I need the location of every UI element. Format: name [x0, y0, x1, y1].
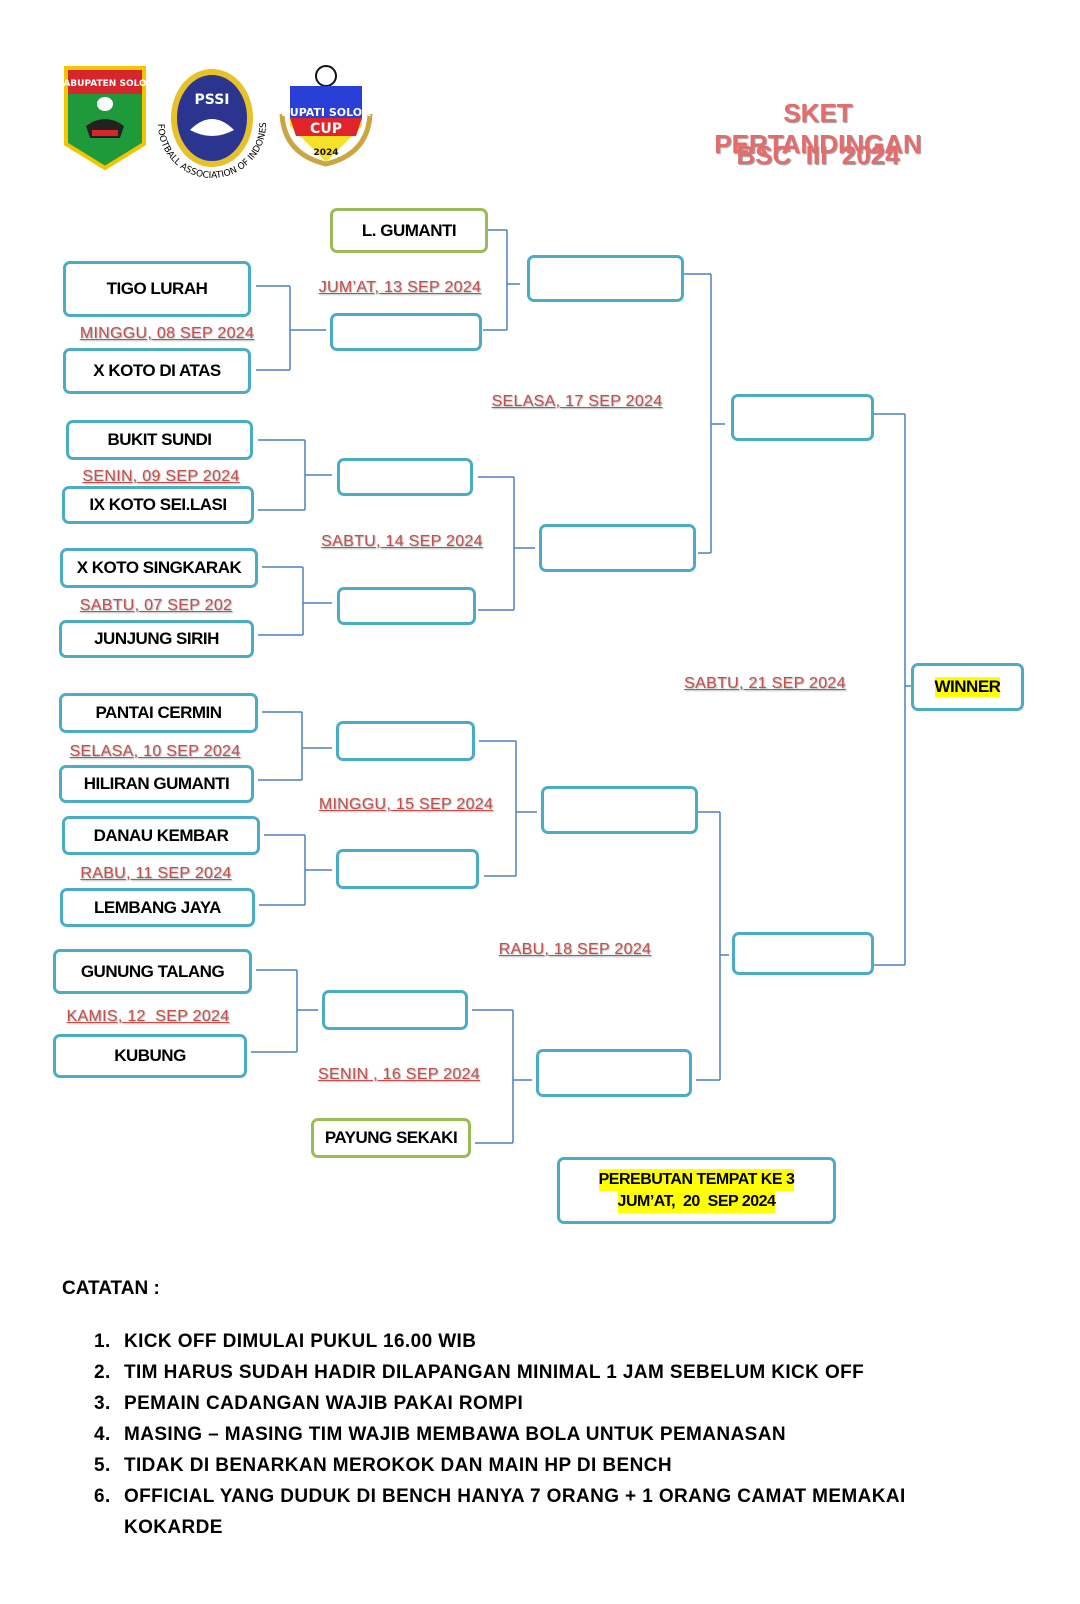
round1-winner-slot	[337, 587, 476, 625]
note-text: OFFICIAL YANG DUDUK DI BENCH HANYA 7 ORA…	[124, 1486, 906, 1538]
note-text: KICK OFF DIMULAI PUKUL 16.00 WIB	[124, 1331, 477, 1352]
page-title: SKET PERTANDINGAN	[714, 98, 922, 159]
match-date: JUM’AT, 13 SEP 2024	[318, 279, 482, 296]
pssi-logo: PSSI FOOTBALL ASSOCIATION OF INDONESIA	[150, 64, 269, 181]
team-box-ix-koto-sei-lasi: IX KOTO SEI.LASI	[62, 486, 254, 524]
match-date: SELASA, 17 SEP 2024	[491, 393, 663, 410]
note-text: PEMAIN CADANGAN WAJIB PAKAI ROMPI	[124, 1393, 524, 1414]
team-box-payung-sekaki: PAYUNG SEKAKI	[311, 1118, 471, 1158]
note-text: MASING – MASING TIM WAJIB MEMBAWA BOLA U…	[124, 1424, 786, 1445]
note-item: 3. PEMAIN CADANGAN WAJIB PAKAI ROMPI	[94, 1388, 994, 1419]
note-number: 5.	[94, 1455, 111, 1476]
winner-box: WINNER	[911, 663, 1024, 711]
team-box-l-gumanti: L. GUMANTI	[330, 208, 488, 253]
note-item: 6. OFFICIAL YANG DUDUK DI BENCH HANYA 7 O…	[94, 1481, 994, 1543]
winner-label: WINNER	[934, 677, 1001, 697]
match-date: MINGGU, 08 SEP 2024	[79, 325, 255, 342]
quarterfinal-winner-slot	[527, 255, 684, 302]
kabupaten-logo-text: KABUPATEN SOLOK	[62, 79, 148, 89]
match-date: SENIN, 09 SEP 2024	[82, 468, 240, 485]
note-item: 2. TIM HARUS SUDAH HADIR DILAPANGAN MINIM…	[94, 1357, 994, 1388]
semifinal-winner-slot	[732, 932, 874, 975]
quarterfinal-winner-slot	[539, 524, 696, 572]
team-box-kubung: KUBUNG	[53, 1034, 247, 1078]
match-date: SABTU, 21 SEP 2024	[684, 675, 846, 692]
cup-logo-line1: BUPATI SOLOK	[281, 106, 371, 119]
team-box-x-koto-singkarak: X KOTO SINGKARAK	[60, 548, 258, 588]
pssi-logo-text: PSSI	[194, 92, 229, 108]
note-number: 1.	[94, 1331, 111, 1352]
notes-list: 1. KICK OFF DIMULAI PUKUL 16.00 WIB 2. TIM …	[94, 1326, 994, 1543]
quarterfinal-winner-slot	[536, 1049, 692, 1097]
cup-logo-line2: CUP	[310, 121, 342, 137]
match-date: SABTU, 14 SEP 2024	[321, 533, 483, 550]
team-box-tigo-lurah: TIGO LURAH	[63, 261, 251, 317]
note-item: 4. MASING – MASING TIM WAJIB MEMBAWA BOLA…	[94, 1419, 994, 1450]
note-number: 4.	[94, 1424, 111, 1445]
match-date: SABTU, 07 SEP 202	[79, 597, 233, 614]
match-date: RABU, 11 SEP 2024	[80, 865, 232, 882]
match-date: SENIN , 16 SEP 2024	[318, 1066, 480, 1083]
round1-winner-slot	[330, 313, 482, 351]
match-date: KAMIS, 12 SEP 2024	[66, 1008, 230, 1025]
note-text: TIDAK DI BENARKAN MEROKOK DAN MAIN HP DI…	[124, 1455, 672, 1476]
bracket-connector-lines	[251, 229, 911, 1144]
match-date: MINGGU, 15 SEP 2024	[318, 796, 494, 813]
round1-winner-slot	[336, 849, 479, 889]
round1-winner-slot	[322, 990, 468, 1030]
third-place-title: PEREBUTAN TEMPAT KE 3	[598, 1168, 795, 1191]
note-number: 2.	[94, 1362, 111, 1383]
page-subtitle: BSC III 2024	[736, 140, 900, 170]
team-box-hiliran-gumanti: HILIRAN GUMANTI	[59, 765, 254, 803]
quarterfinal-winner-slot	[541, 786, 698, 834]
kabupaten-solok-logo: KABUPATEN SOLOK	[62, 66, 148, 171]
third-place-date: JUM’AT, 20 SEP 2024	[617, 1190, 776, 1213]
semifinal-winner-slot	[731, 394, 874, 441]
notes-heading: CATATAN :	[62, 1278, 160, 1299]
team-box-gunung-talang: GUNUNG TALANG	[53, 949, 252, 994]
note-number: 3.	[94, 1393, 111, 1414]
note-item: 1. KICK OFF DIMULAI PUKUL 16.00 WIB	[94, 1326, 994, 1357]
third-place-box: PEREBUTAN TEMPAT KE 3 JUM’AT, 20 SEP 202…	[557, 1157, 836, 1224]
match-date: RABU, 18 SEP 2024	[498, 941, 652, 958]
note-item: 5. TIDAK DI BENARKAN MEROKOK DAN MAIN HP …	[94, 1450, 994, 1481]
note-text: TIM HARUS SUDAH HADIR DILAPANGAN MINIMAL…	[124, 1362, 865, 1383]
team-box-x-koto-di-atas: X KOTO DI ATAS	[63, 348, 251, 394]
team-box-lembang-jaya: LEMBANG JAYA	[60, 888, 255, 927]
round1-winner-slot	[336, 721, 475, 761]
note-number: 6.	[94, 1486, 111, 1507]
team-box-danau-kembar: DANAU KEMBAR	[62, 816, 260, 855]
team-box-bukit-sundi: BUKIT SUNDI	[66, 420, 253, 460]
match-date: SELASA, 10 SEP 2024	[69, 743, 241, 760]
cup-logo-year: 2024	[313, 148, 338, 158]
team-box-junjung-sirih: JUNJUNG SIRIH	[59, 620, 254, 658]
team-box-pantai-cermin: PANTAI CERMIN	[59, 693, 258, 733]
round1-winner-slot	[337, 458, 473, 496]
bupati-solok-cup-logo: BUPATI SOLOK CUP 2024	[279, 65, 373, 167]
